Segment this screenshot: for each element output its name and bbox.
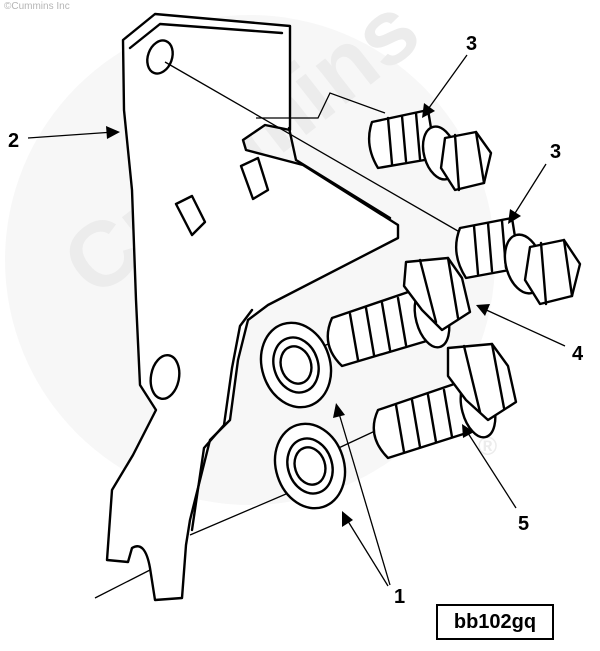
flat-washer-lower [273,422,347,510]
watermark-registered: ® [478,431,497,461]
copyright-notice: ©Cummins Inc [4,1,70,12]
callout-capscrew-lower: 5 [518,513,529,535]
flat-washer-upper [259,321,333,409]
capscrew-lower [372,342,518,460]
callout-capscrew-upper-a: 3 [466,33,477,55]
callout-washers: 1 [394,586,405,608]
figure-id-label: bb102gq [436,604,554,640]
mounting-bracket [105,12,400,602]
capscrew-middle [326,256,472,368]
leader-lines [27,54,566,587]
callout-bracket: 2 [8,130,19,152]
capscrew-upper-b [454,216,582,306]
capscrew-upper-a [367,108,493,192]
callout-capscrew-middle: 4 [572,343,584,365]
callout-capscrew-upper-b: 3 [550,141,561,163]
